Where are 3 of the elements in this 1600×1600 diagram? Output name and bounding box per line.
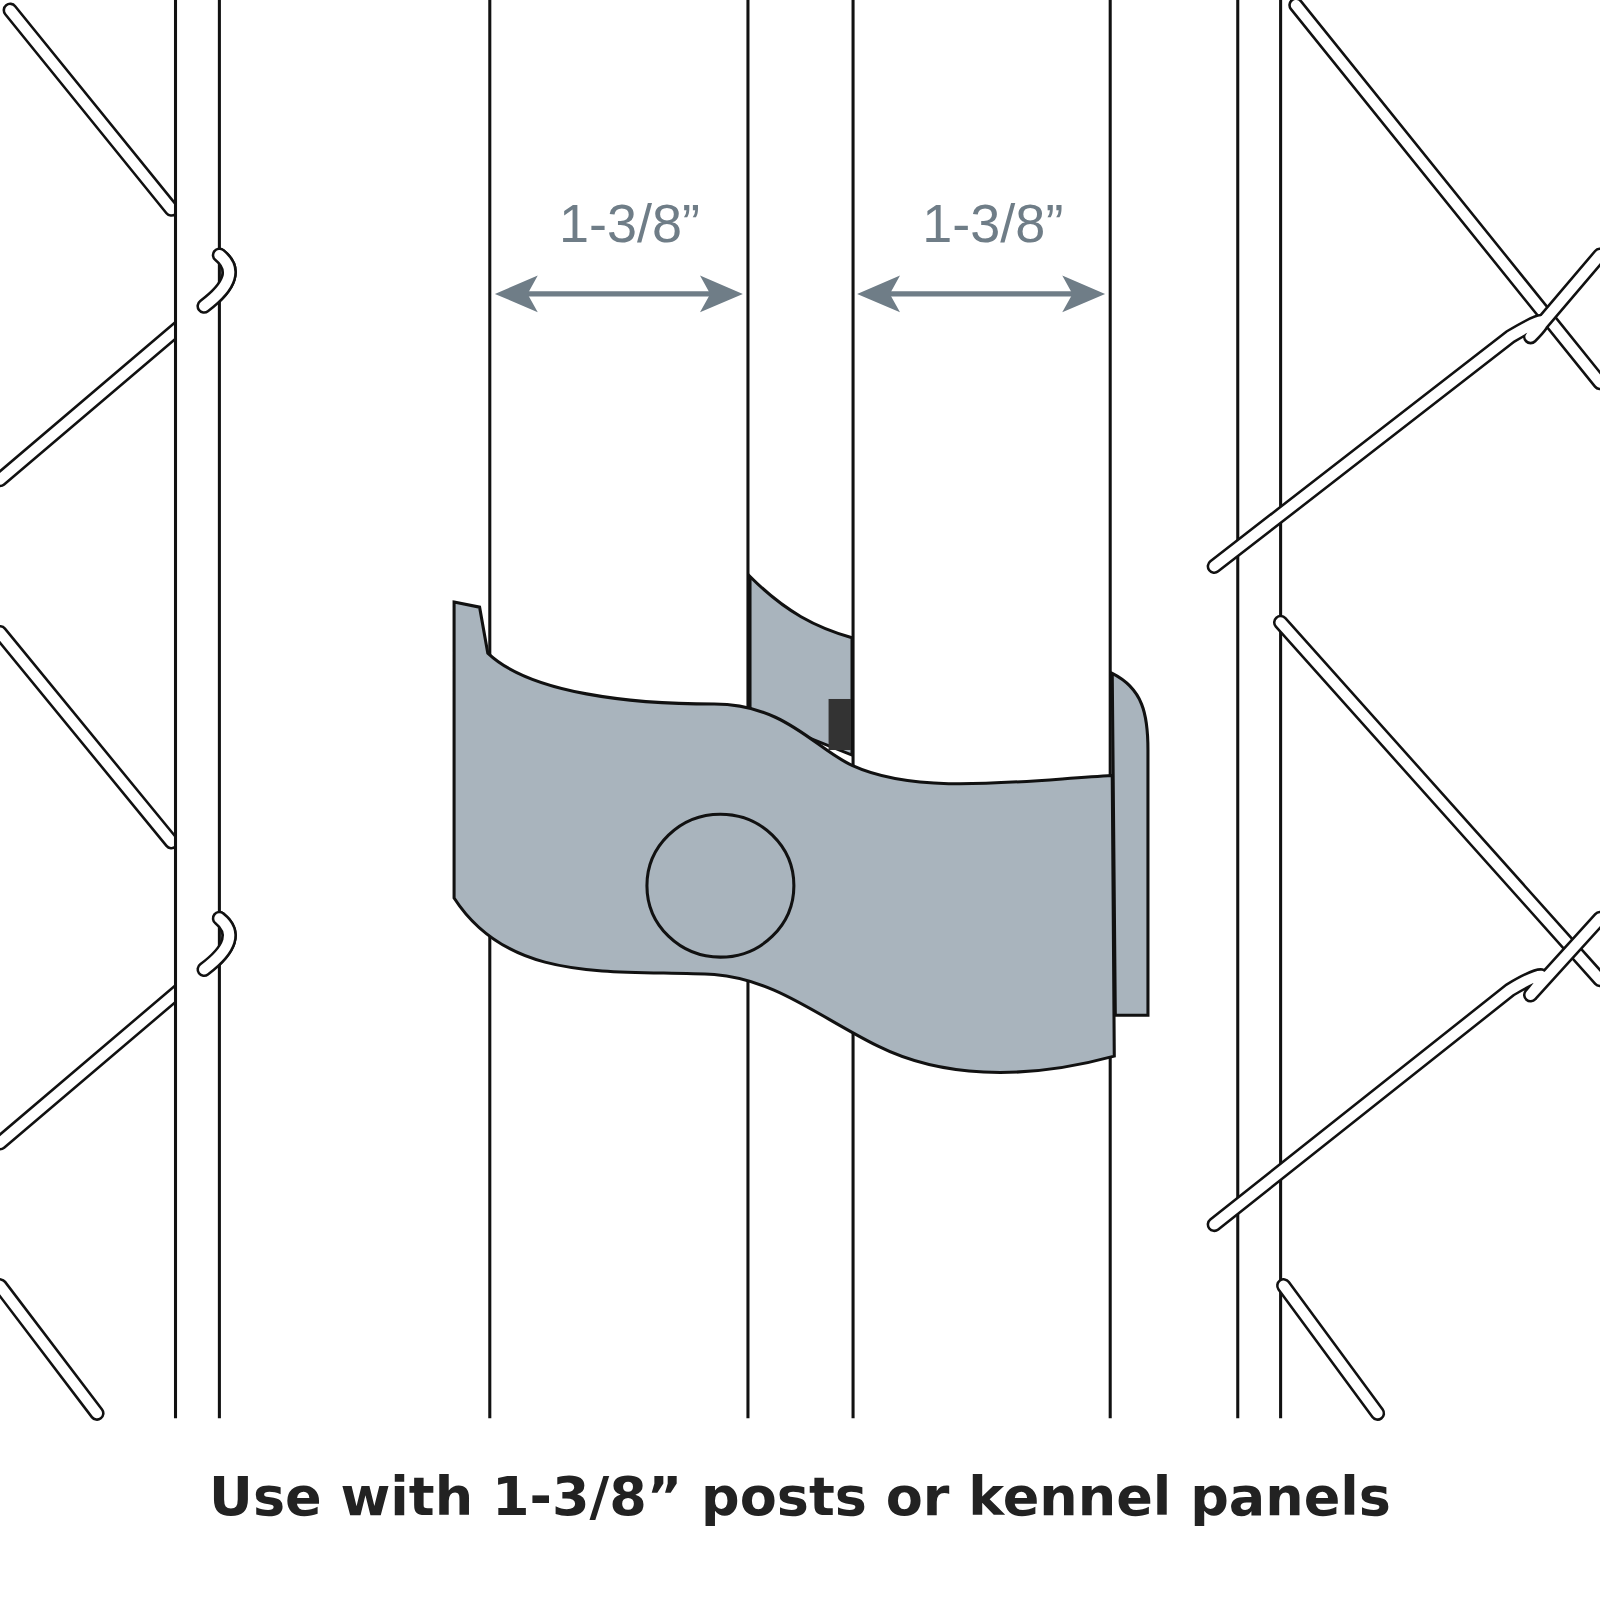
- dimension-label: 1-3/8”: [559, 191, 701, 254]
- caption: Use with 1-3/8” posts or kennel panels: [208, 1465, 1392, 1528]
- dimension-label: 1-3/8”: [922, 191, 1064, 254]
